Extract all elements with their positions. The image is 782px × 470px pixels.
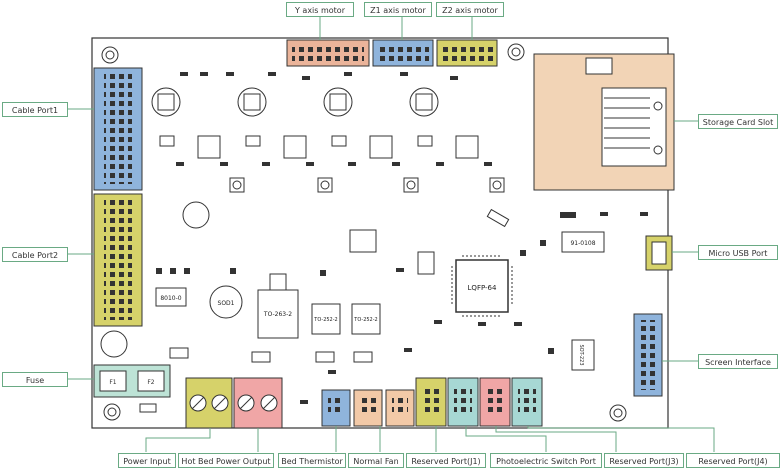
- leader-lines: [68, 17, 715, 452]
- reg-small-2-label: TO-252-2: [353, 317, 377, 323]
- y-axis-motor-header: [286, 39, 370, 67]
- label-cable-port2: Cable Port2: [2, 247, 68, 262]
- hot-bed-power-output-terminal: [233, 377, 283, 429]
- reserved-port-j1-connector: [415, 377, 447, 427]
- mcu-label: LQFP-64: [468, 284, 497, 292]
- inductor: SOD1: [209, 285, 243, 319]
- sot223-label: SOT-223: [578, 344, 584, 365]
- unlabeled-connector: [385, 389, 415, 427]
- mounting-holes: [101, 43, 627, 422]
- reg-small-1-label: TO-252-2: [313, 317, 337, 323]
- regulator-to252-2: TO-252-2: [351, 303, 381, 335]
- cable-port1-header: [93, 67, 143, 191]
- capacitors: [100, 87, 439, 358]
- label-storage-card-slot: Storage Card Slot: [698, 114, 778, 129]
- reserved-port-j4-connector: [511, 377, 543, 427]
- usb-chip-diagonal: [486, 208, 510, 228]
- label-reserved-port-j1: Reserved Port(J1): [406, 453, 486, 468]
- crystal: [417, 251, 435, 275]
- trimmers: [229, 177, 505, 193]
- label-cable-port1: Cable Port1: [2, 102, 68, 117]
- label-hot-bed-power-output: Hot Bed Power Output: [178, 453, 274, 468]
- label-normal-fan: Normal Fan: [348, 453, 404, 468]
- smd-components: [139, 72, 648, 413]
- label-reserved-port-j3: Reserved Port(J3): [604, 453, 684, 468]
- fuse-a-mark: F1: [109, 379, 116, 386]
- inductor-label: SOD1: [218, 300, 235, 307]
- ic-top-right: 91-0108: [561, 231, 605, 253]
- storage-card-slot: [533, 53, 675, 191]
- label-z2-axis-motor: Z2 axis motor: [436, 2, 504, 17]
- regulator-to263: TO-263-2: [257, 273, 299, 339]
- photoelectric-switch-connector: [447, 377, 479, 427]
- label-micro-usb-port: Micro USB Port: [698, 245, 778, 260]
- sot223-reg: SOT-223: [571, 339, 595, 371]
- bed-thermistor-connector: [321, 389, 351, 427]
- micro-usb-port: [645, 235, 673, 271]
- label-bed-thermistor: Bed Thermistor: [278, 453, 346, 468]
- label-reserved-port-j4: Reserved Port(J4): [686, 453, 780, 468]
- driver-chips: [159, 135, 479, 159]
- cable-port2-header: [93, 193, 143, 327]
- label-power-input: Power Input: [118, 453, 176, 468]
- label-fuse: Fuse: [2, 372, 68, 387]
- z2-axis-motor-header: [436, 39, 498, 67]
- label-photoelectric-switch-port: Photoelectric Switch Port: [490, 453, 602, 468]
- screen-interface-header: [633, 313, 663, 397]
- reserved-port-j3-connector: [479, 377, 511, 427]
- normal-fan-connector: [353, 389, 383, 427]
- label-y-axis-motor: Y axis motor: [286, 2, 354, 17]
- label-z1-axis-motor: Z1 axis motor: [364, 2, 432, 17]
- label-screen-interface: Screen Interface: [698, 354, 778, 369]
- ic-top-right-label: 91-0108: [570, 240, 595, 247]
- ic-left-label: 8010-0: [160, 295, 181, 302]
- power-input-terminal: [185, 377, 233, 429]
- ic-left: 8010-0: [155, 287, 187, 307]
- regulator-to252-1: TO-252-2: [311, 303, 341, 335]
- reg-big-label: TO-263-2: [263, 311, 292, 318]
- fuse-block: F1 F2: [93, 364, 171, 398]
- fuse-b-mark: F2: [147, 379, 154, 386]
- mcu-chip: LQFP-64: [451, 255, 513, 317]
- z1-axis-motor-header: [372, 39, 434, 67]
- ic-mid: [349, 229, 377, 253]
